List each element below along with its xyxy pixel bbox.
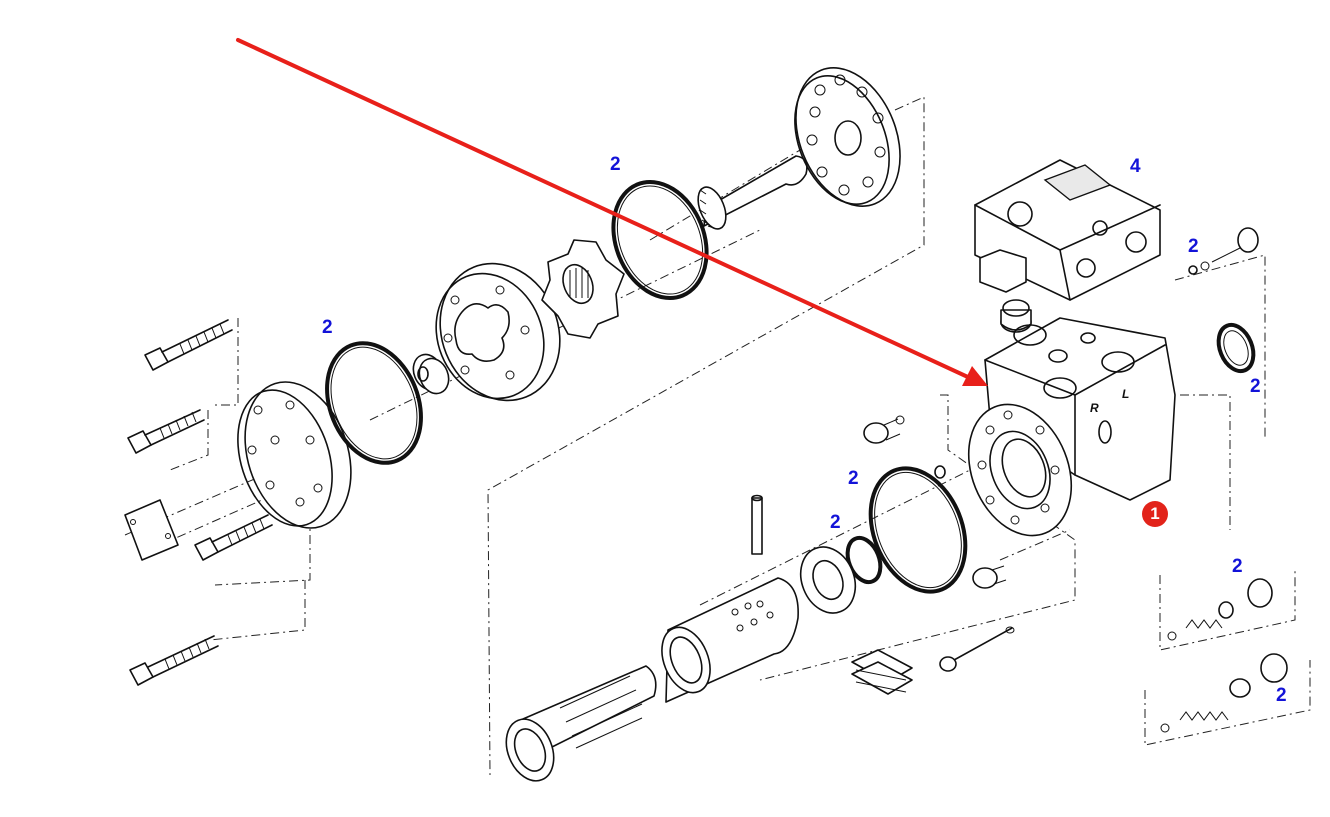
callout-fitting-top-right: 2 [1188, 236, 1199, 257]
pin [751, 494, 763, 555]
bolt-4 [129, 635, 219, 686]
callout-relief-valve-1: 2 [1232, 556, 1243, 577]
end-plate [237, 381, 352, 529]
port-plate [794, 67, 901, 207]
callout-valve-block: 4 [1130, 156, 1141, 177]
fittings [863, 227, 1288, 733]
housing-marking-l: L [1122, 387, 1130, 401]
callout-seal-front: 2 [830, 512, 841, 533]
drive-shaft [697, 155, 808, 230]
callout-relief-valve-2: 2 [1276, 685, 1287, 706]
callout-oring-top: 2 [610, 154, 621, 175]
valve-block [974, 159, 1161, 301]
callout-seal-right: 2 [1250, 376, 1261, 397]
spool-sleeve [505, 577, 799, 782]
bolt-1 [144, 319, 233, 371]
centering-springs [851, 649, 913, 695]
housing-marking-r: R [1090, 401, 1099, 415]
highlight-badge: 1 [1142, 501, 1168, 527]
bolt-2 [127, 409, 205, 454]
gerotor-stator [435, 262, 561, 402]
main-housing [967, 317, 1176, 537]
spacer [412, 353, 450, 395]
bolts [127, 319, 273, 686]
name-plate [124, 499, 179, 561]
check-valve [1000, 299, 1032, 333]
callout-oring-front: 2 [848, 468, 859, 489]
gerotor-rotor [541, 239, 625, 339]
callout-oring-left: 2 [322, 317, 333, 338]
red-arrow [236, 38, 988, 386]
bearing-washers [799, 546, 857, 614]
o-rings [325, 179, 1256, 594]
bolt-3 [194, 514, 273, 561]
